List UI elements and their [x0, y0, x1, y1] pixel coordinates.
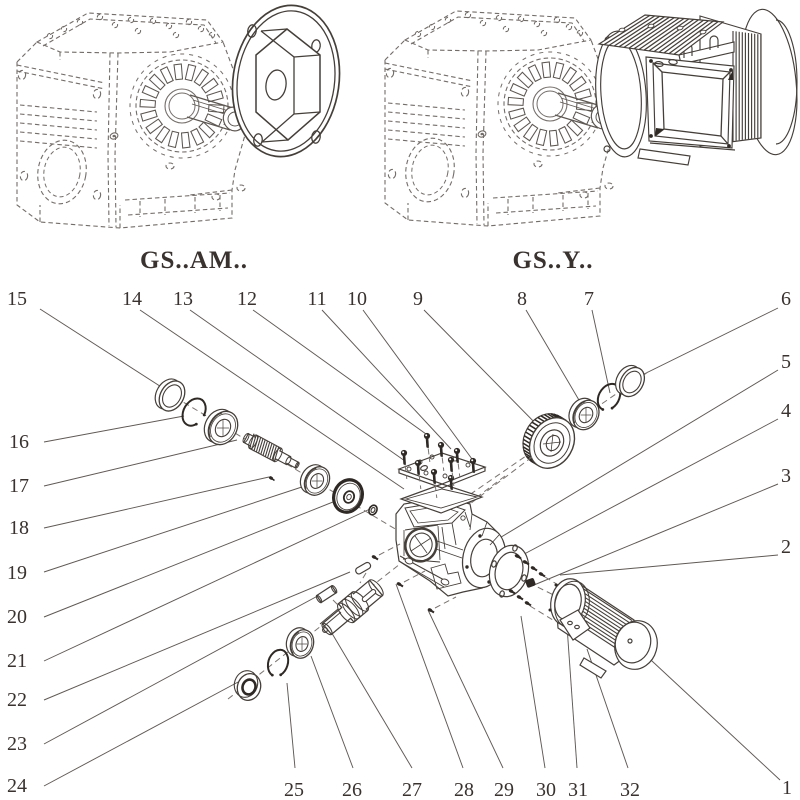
- svg-text:31: 31: [568, 779, 588, 800]
- svg-text:27: 27: [402, 779, 422, 800]
- svg-text:7: 7: [584, 288, 594, 310]
- svg-text:23: 23: [7, 733, 27, 755]
- svg-text:11: 11: [307, 288, 326, 310]
- svg-text:22: 22: [7, 689, 27, 711]
- svg-text:2: 2: [781, 536, 791, 558]
- svg-text:16: 16: [9, 431, 29, 453]
- svg-text:15: 15: [7, 288, 27, 310]
- svg-text:8: 8: [517, 288, 527, 310]
- svg-text:17: 17: [9, 475, 29, 497]
- svg-text:1: 1: [782, 777, 792, 799]
- svg-text:10: 10: [347, 288, 367, 310]
- svg-text:24: 24: [7, 775, 27, 797]
- svg-text:29: 29: [494, 779, 514, 800]
- svg-text:26: 26: [342, 779, 362, 800]
- svg-text:4: 4: [781, 400, 791, 422]
- svg-text:30: 30: [536, 779, 556, 800]
- svg-text:14: 14: [122, 288, 142, 310]
- svg-text:18: 18: [9, 517, 29, 539]
- svg-text:28: 28: [454, 779, 474, 800]
- svg-text:GS..Y..: GS..Y..: [512, 247, 593, 274]
- svg-text:19: 19: [7, 562, 27, 584]
- svg-text:5: 5: [781, 351, 791, 373]
- svg-text:3: 3: [781, 465, 791, 487]
- svg-text:32: 32: [620, 779, 640, 800]
- svg-text:21: 21: [7, 650, 27, 672]
- svg-text:6: 6: [781, 288, 791, 310]
- svg-text:9: 9: [413, 288, 423, 310]
- svg-text:GS..AM..: GS..AM..: [140, 247, 248, 274]
- svg-text:12: 12: [237, 288, 257, 310]
- svg-text:20: 20: [7, 606, 27, 628]
- svg-text:13: 13: [173, 288, 193, 310]
- svg-text:25: 25: [284, 779, 304, 800]
